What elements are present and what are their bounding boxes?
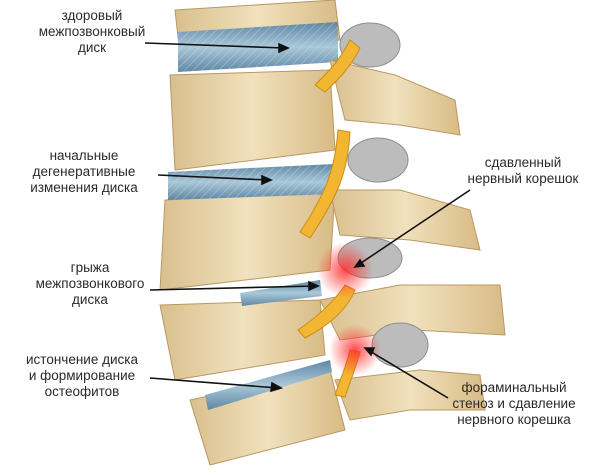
label-compressed-root: сдавленный нервный корешок	[467, 155, 579, 186]
label-foraminal-stenosis: фораминальный стеноз и сдавление нервног…	[452, 380, 576, 427]
inflammation-highlights	[317, 242, 381, 376]
label-thinning-osteophytes: истончение диска и формирование остеофит…	[26, 352, 138, 399]
vertebral-processes	[319, 59, 506, 421]
label-herniation: грыжа межпозвонкового диска	[35, 260, 145, 307]
label-healthy-disc: здоровый межпозвонковый диск	[38, 8, 146, 55]
pointer-lines	[144, 42, 471, 399]
label-early-degeneration: начальные дегенеративные изменения диска	[30, 148, 138, 195]
